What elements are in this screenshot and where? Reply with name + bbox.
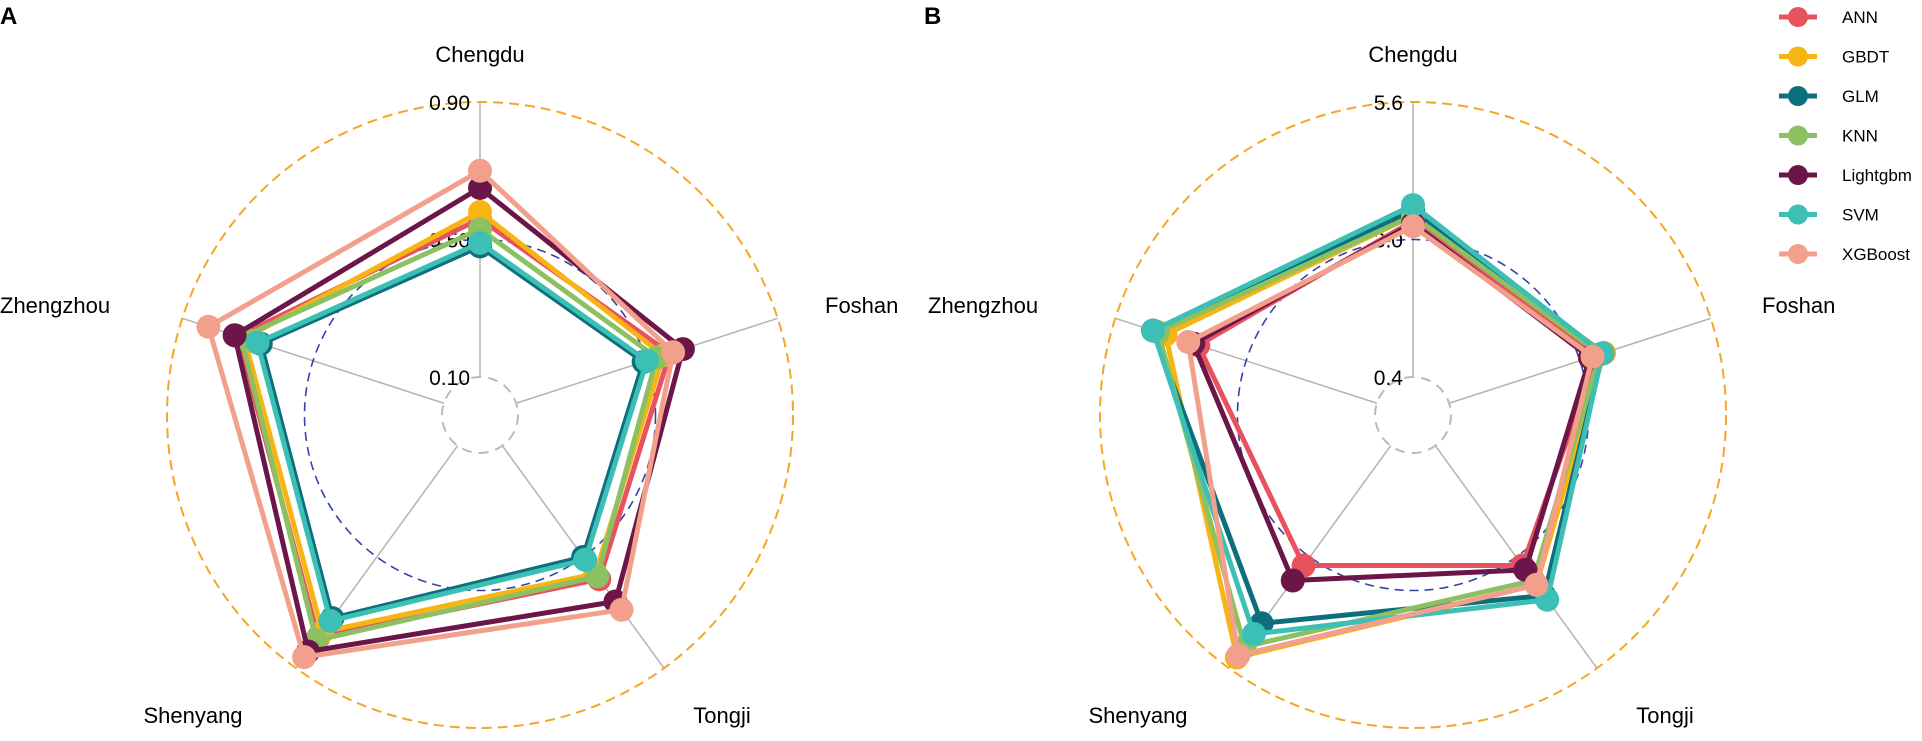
axis-label-shenyang: Shenyang — [143, 703, 242, 728]
series-point — [1580, 344, 1605, 369]
series-line — [1195, 218, 1600, 568]
series-point — [245, 330, 270, 355]
series-lightgbm — [1181, 211, 1602, 593]
radial-tick-label: 0.10 — [429, 367, 470, 390]
series-line — [238, 226, 660, 643]
radial-tick-label: 0.90 — [429, 92, 470, 115]
series-ann — [1186, 208, 1610, 578]
series-point — [634, 348, 659, 373]
axis-label-foshan: Foshan — [1762, 293, 1835, 318]
series-point — [573, 547, 598, 572]
series-point — [468, 230, 492, 255]
series-point — [1524, 572, 1549, 597]
legend-entry-gbdt: GBDT — [1842, 48, 1889, 67]
series-point — [196, 314, 221, 339]
series-point — [468, 158, 492, 183]
radar-ring — [441, 376, 519, 454]
series-glm — [1141, 198, 1615, 636]
series-point — [222, 323, 247, 348]
legend-entry-knn: KNN — [1842, 127, 1878, 146]
legend-swatch-dot — [1788, 7, 1808, 27]
series-point — [661, 340, 686, 365]
panel-label: B — [924, 3, 941, 30]
series-point — [468, 200, 492, 224]
series-point — [585, 564, 610, 589]
legend-entry-svm: SVM — [1842, 206, 1879, 225]
series-point — [1176, 329, 1201, 354]
axis-label-tongji: Tongji — [1636, 703, 1693, 728]
series-line — [1185, 223, 1595, 658]
legend-swatch-dot — [1788, 125, 1808, 146]
series-point — [609, 597, 634, 622]
series-point — [1280, 568, 1305, 593]
axis-label-tongji: Tongji — [693, 703, 750, 728]
axis-label-chengdu: Chengdu — [435, 42, 524, 67]
legend-swatch-dot — [1788, 244, 1808, 264]
series-point — [468, 175, 492, 200]
series-point — [1141, 318, 1166, 343]
radar-panel-a: A0.100.500.90ChengduFoshanTongjiShenyang… — [0, 3, 898, 729]
series-point — [1401, 193, 1425, 218]
radar-ring — [1374, 376, 1452, 454]
legend-entry-lightgbm: Lightgbm — [1842, 166, 1912, 185]
axis-label-zhengzhou: Zhengzhou — [928, 293, 1038, 318]
series-point — [318, 608, 343, 633]
series-xgboost — [1176, 214, 1605, 668]
legend-swatch-dot — [1788, 46, 1808, 67]
legend-swatch-dot — [1788, 86, 1808, 106]
series-line — [255, 240, 650, 624]
radar-ring — [1099, 101, 1727, 729]
series-line — [1155, 213, 1603, 650]
axis-label-chengdu: Chengdu — [1368, 42, 1457, 67]
series-point — [292, 645, 317, 670]
series-svm — [245, 230, 659, 633]
radial-tick-label: 5.6 — [1374, 92, 1403, 115]
legend-entry-glm: GLM — [1842, 87, 1879, 106]
series-xgboost — [196, 158, 686, 670]
radar-panel-b: B0.43.05.6ChengduFoshanTongjiShenyangZhe… — [924, 3, 1835, 729]
axis-label-shenyang: Shenyang — [1088, 703, 1187, 728]
radial-tick-label: 0.4 — [1374, 367, 1404, 390]
panel-label: A — [0, 3, 17, 30]
series-point — [1401, 214, 1425, 239]
series-line — [232, 185, 686, 654]
series-line — [206, 168, 676, 660]
legend-swatch-dot — [1788, 204, 1808, 225]
axis-label-foshan: Foshan — [825, 293, 898, 318]
radar-ring — [166, 101, 794, 729]
series-point — [1241, 621, 1266, 646]
legend-entry-xgboost: XGBoost — [1842, 245, 1910, 264]
axis-label-zhengzhou: Zhengzhou — [0, 293, 110, 318]
legend-swatch-dot — [1788, 165, 1808, 185]
legend-entry-ann: ANN — [1842, 8, 1878, 27]
series-line — [1190, 221, 1593, 583]
series-point — [1226, 643, 1251, 668]
